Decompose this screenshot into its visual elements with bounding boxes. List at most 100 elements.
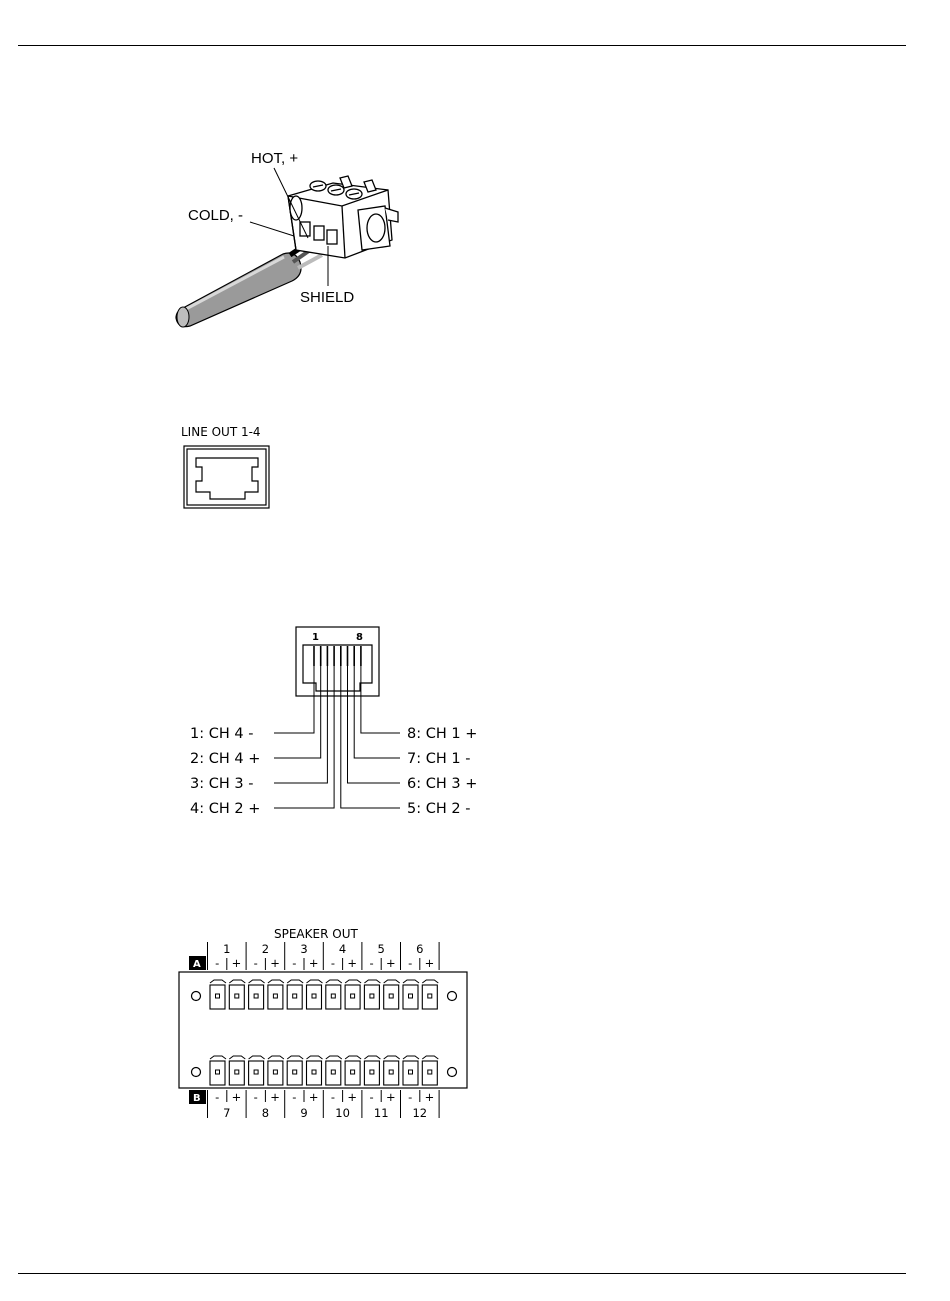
terminal-lip (268, 1056, 284, 1059)
speaker-bottom-labels: -+7-+8-+9-+10-+11-+12 (208, 1090, 440, 1120)
speaker-terminal (384, 1061, 399, 1085)
rj45-pin-last: 8 (356, 632, 363, 643)
polarity-minus: - (215, 956, 219, 970)
terminal-lip (210, 1056, 226, 1059)
terminal-lip (364, 1056, 380, 1059)
terminal-lip (384, 1056, 400, 1059)
terminal-lip (422, 980, 438, 983)
terminal-lip (268, 980, 284, 983)
polarity-minus: - (215, 1090, 219, 1104)
channel-number-bottom: 11 (374, 1106, 389, 1120)
speaker-terminal (326, 1061, 341, 1085)
channel-number-top: 5 (378, 942, 385, 956)
rj45-leaders (274, 666, 400, 808)
terminal-lip (307, 1056, 323, 1059)
polarity-plus: + (232, 1090, 242, 1104)
speaker-terminal (307, 985, 322, 1009)
rj45-jack (296, 627, 379, 696)
line-out-label: LINE OUT 1-4 (181, 425, 261, 439)
rj45-leader-left (274, 666, 334, 808)
polarity-plus: + (270, 956, 280, 970)
speaker-terminal (229, 985, 244, 1009)
rj45-leader-right (348, 666, 401, 783)
polarity-plus: + (425, 1090, 435, 1104)
polarity-plus: + (386, 956, 396, 970)
terminal-lip (287, 1056, 303, 1059)
shield-label: SHIELD (300, 289, 354, 306)
channel-number-top: 2 (262, 942, 269, 956)
terminal-lip (384, 980, 400, 983)
row-a-label: A (193, 959, 201, 970)
terminal-lip (210, 980, 226, 983)
speaker-terminal (345, 1061, 360, 1085)
speaker-top-terminals (210, 980, 438, 1009)
row-b-label: B (193, 1093, 201, 1104)
polarity-minus: - (254, 1090, 258, 1104)
channel-number-bottom: 7 (223, 1106, 230, 1120)
terminal-lip (422, 1056, 438, 1059)
rj45-left-labels: 1: CH 4 -2: CH 4 +3: CH 3 -4: CH 2 + (190, 726, 260, 817)
polarity-minus: - (369, 956, 373, 970)
rj45-pin-label-left: 2: CH 4 + (190, 751, 260, 767)
speaker-terminal (326, 985, 341, 1009)
channel-number-bottom: 12 (412, 1106, 427, 1120)
cable (176, 245, 322, 327)
polarity-plus: + (232, 956, 242, 970)
terminal-lip (364, 980, 380, 983)
speaker-terminal (403, 985, 418, 1009)
channel-number-bottom: 9 (300, 1106, 307, 1120)
cold-label: COLD, - (188, 207, 243, 224)
rj45-pin-label-left: 3: CH 3 - (190, 776, 253, 792)
rj45-pin-label-right: 5: CH 2 - (407, 801, 470, 817)
rj45-leader-left (274, 666, 327, 783)
channel-number-top: 6 (416, 942, 423, 956)
channel-number-top: 3 (300, 942, 307, 956)
speaker-terminal (364, 1061, 379, 1085)
polarity-minus: - (369, 1090, 373, 1104)
speaker-top-labels: 1-+2-+3-+4-+5-+6-+ (208, 942, 440, 970)
speaker-terminal (287, 985, 302, 1009)
terminal-lip (403, 1056, 419, 1059)
channel-number-bottom: 10 (335, 1106, 350, 1120)
terminal-block (288, 176, 398, 258)
speaker-terminal (210, 1061, 225, 1085)
rj45-pin-label-right: 6: CH 3 + (407, 776, 477, 792)
channel-number-top: 1 (223, 942, 230, 956)
speaker-terminal (249, 1061, 264, 1085)
line-out-jack (184, 446, 269, 508)
polarity-minus: - (408, 956, 412, 970)
speaker-terminal (345, 985, 360, 1009)
rj45-leader-right (341, 666, 400, 808)
speaker-terminal (268, 985, 283, 1009)
terminal-lip (249, 1056, 265, 1059)
terminal-lip (287, 980, 303, 983)
speaker-terminal (268, 1061, 283, 1085)
terminal-lip (326, 1056, 342, 1059)
polarity-plus: + (309, 1090, 319, 1104)
polarity-minus: - (292, 956, 296, 970)
cold-leader (250, 222, 294, 236)
terminal-lip (307, 980, 323, 983)
rj45-pin-first: 1 (312, 632, 319, 643)
polarity-plus: + (347, 956, 357, 970)
speaker-terminal (210, 985, 225, 1009)
speaker-terminal (403, 1061, 418, 1085)
polarity-minus: - (254, 956, 258, 970)
terminal-lip (326, 980, 342, 983)
polarity-plus: + (386, 1090, 396, 1104)
channel-number-bottom: 8 (262, 1106, 269, 1120)
terminal-lip (403, 980, 419, 983)
speaker-out-title: SPEAKER OUT (274, 927, 358, 941)
rj45-contacts (314, 646, 361, 666)
terminal-lip (229, 1056, 245, 1059)
polarity-plus: + (425, 956, 435, 970)
polarity-plus: + (347, 1090, 357, 1104)
polarity-plus: + (309, 956, 319, 970)
channel-number-top: 4 (339, 942, 346, 956)
polarity-minus: - (331, 956, 335, 970)
rj45-pin-label-right: 7: CH 1 - (407, 751, 470, 767)
terminal-lip (345, 980, 361, 983)
speaker-bottom-terminals (210, 1056, 438, 1085)
rj45-leader-left (274, 666, 314, 733)
